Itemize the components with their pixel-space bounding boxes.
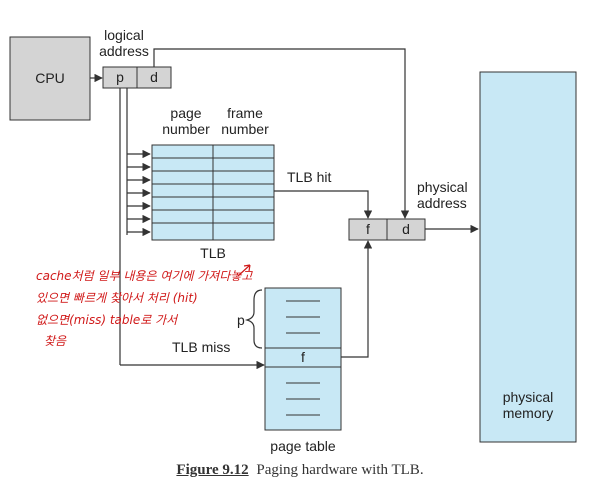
physical-f-text: f [366, 221, 370, 237]
cpu-label: CPU [35, 70, 65, 86]
handwritten-arrow [237, 264, 251, 277]
handwritten-note-line3: 없으면(miss) table로 가서 [36, 313, 179, 327]
figure-caption-text: Paging hardware with TLB. [256, 462, 424, 478]
tlb-label: TLB [200, 245, 226, 261]
physical-address-label-line2: address [417, 195, 467, 211]
tlb-table [151, 144, 275, 241]
page-table [264, 287, 342, 431]
tlb-header-page-line2: number [162, 121, 210, 137]
figure-caption: Figure 9.12 Paging hardware with TLB. [0, 462, 600, 479]
physical-d-text: d [402, 221, 410, 237]
offset-path [153, 48, 410, 219]
tlb-header-frame-line1: frame [227, 105, 263, 121]
tlb-header-frame-line2: number [221, 121, 269, 137]
physical-memory-label-line1: physical [503, 389, 554, 405]
p-brace [244, 289, 263, 349]
handwritten-note-line2: 있으면 빠르게 찾아서 처리 (hit) [36, 291, 198, 305]
page-table-to-physical-path [341, 240, 373, 358]
tlb-header-page-line1: page [170, 105, 201, 121]
tlb-hit-path [274, 190, 373, 219]
page-table-label: page table [270, 438, 336, 454]
logical-address-label-line1: logical [104, 27, 144, 43]
physical-memory-box [479, 71, 577, 443]
tlb-miss-label: TLB miss [172, 339, 230, 355]
physical-address-label-line1: physical [417, 179, 468, 195]
handwritten-note-line4: 찾음 [44, 334, 67, 348]
physical-memory-label-line2: memory [503, 405, 554, 421]
page-table-f-text: f [301, 349, 305, 365]
page-number-branches [119, 88, 151, 365]
logical-p-text: p [116, 69, 124, 85]
page-table-p-text: p [237, 312, 245, 328]
figure-number: Figure 9.12 [176, 462, 249, 478]
logical-address-label-line2: address [99, 43, 149, 59]
handwritten-note-line1: cache처럼 일부 내용은 여기에 가져다놓고 [36, 269, 253, 283]
cpu-box [9, 36, 91, 121]
tlb-hit-label: TLB hit [287, 169, 331, 185]
logical-d-text: d [150, 69, 158, 85]
